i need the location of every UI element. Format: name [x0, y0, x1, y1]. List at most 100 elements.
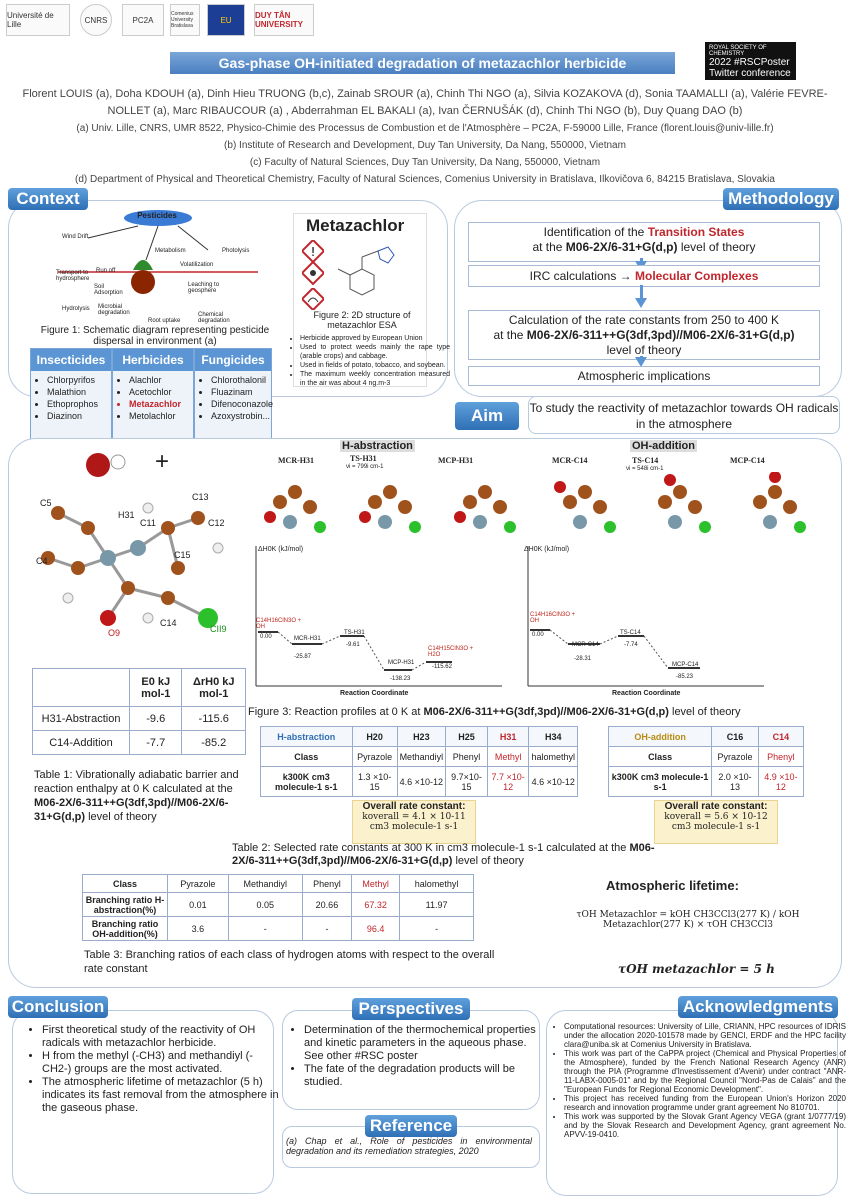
- step-method: M06-2X/6-31+G(d,p): [565, 240, 678, 254]
- list-item: Alachlor: [129, 374, 193, 386]
- caption-method: M06-2X/6-311++G(3df,3pd)//M06-2X/6-31+G(…: [232, 842, 655, 867]
- flow-arrow-stem: [640, 285, 643, 299]
- perspectives-tab: Perspectives: [352, 998, 470, 1020]
- table-cell: 4.6 ×10-12: [528, 766, 578, 797]
- logo-pc2a: PC2A: [122, 4, 164, 36]
- table-cell: -115.6: [181, 706, 246, 731]
- profile-x-label: Reaction Coordinate: [612, 690, 681, 697]
- profile-reactant: C14H16ClN3O + OH: [256, 618, 302, 630]
- list-item: Acetochlor: [129, 386, 193, 398]
- profile-zero: 0.00: [532, 632, 544, 638]
- profile-point-value: -9.61: [346, 642, 360, 648]
- diagram-label-hydrolysis: Hydrolysis: [62, 306, 90, 312]
- table-3-branching: Class Pyrazole Methandiyl Phenyl Methyl …: [82, 874, 474, 941]
- caption-method: M06-2X/6-311++G(3df,3pd)//M06-2X/6-31+G(…: [423, 706, 669, 718]
- table-cell: 1.3 ×10-15: [351, 766, 398, 797]
- table-2-caption: Table 2: Selected rate constants at 300 …: [232, 842, 662, 868]
- diagram-label-chemical: Chemical degradation: [198, 312, 230, 324]
- note-title: Overall rate constant:: [362, 801, 466, 812]
- table-cell: Branching ratio H-abstraction(%): [82, 892, 168, 917]
- table-cell: Pyrazole: [711, 746, 759, 767]
- method-step-3: Calculation of the rate constants from 2…: [468, 310, 820, 360]
- list-item: Diazinon: [47, 410, 111, 422]
- diagram-label-microbial: Microbial degradation: [98, 304, 130, 316]
- category-fungicides: Fungicides Chlorothalonil Fluazinam Dife…: [194, 348, 273, 440]
- table-cell: -: [399, 916, 474, 941]
- stationary-point-structures: [264, 472, 806, 533]
- perspectives-list: Determination of the thermochemical prop…: [288, 1024, 544, 1089]
- caption-text: Table 1: Vibrationally adiabatic barrier…: [34, 769, 239, 795]
- caption-method: M06-2X/6-311++G(3df,3pd)//M06-2X/6-31+G(…: [34, 797, 229, 823]
- fact-item: Used in fields of potato, tobacco, and s…: [300, 361, 450, 370]
- table-cell: 20.66: [301, 892, 353, 917]
- oh-radical-model: [86, 453, 126, 477]
- h-abstraction-header: H-abstraction: [340, 440, 415, 452]
- table-cell: 4.6 ×10-12: [396, 766, 447, 797]
- table-cell: [32, 668, 130, 707]
- diagram-label-pesticides: Pesticides: [137, 211, 177, 220]
- acknowledgments-panel: [546, 1010, 838, 1196]
- structure-label: MCR-H31: [278, 456, 314, 465]
- caption-text: level of theory: [452, 855, 524, 867]
- lifetime-title: Atmospheric lifetime:: [606, 878, 739, 893]
- category-title: Herbicides: [113, 349, 193, 371]
- profile-x-label: Reaction Coordinate: [340, 690, 409, 697]
- atom-label: C15: [174, 550, 191, 560]
- atom-label: C11: [140, 518, 156, 528]
- metazachlor-3d-model: [41, 502, 224, 628]
- perspectives-panel: [282, 1010, 540, 1110]
- conclusion-item: First theoretical study of the reactivit…: [42, 1024, 282, 1050]
- profile-y-label: ΔH0K (kJ/mol): [258, 546, 304, 553]
- diagram-label-volatilization: Volatilization: [180, 262, 214, 268]
- atom-label: O9: [108, 628, 121, 638]
- profile-point-value: -25.87: [294, 654, 312, 660]
- metazachlor-card: [293, 213, 427, 387]
- flow-arrow-stem: [640, 258, 643, 262]
- logo-duy-tan: DUY TÂN UNIVERSITY: [254, 4, 314, 36]
- list-item: Chlorothalonil: [211, 374, 271, 386]
- table-3-caption: Table 3: Branching ratios of each class …: [84, 949, 495, 975]
- hazard-icon-environment: [300, 286, 326, 315]
- table-cell: 0.01: [167, 892, 229, 917]
- table-cell: halomethyl: [528, 746, 578, 767]
- acknowledgments-tab: Acknowledgments: [678, 996, 838, 1018]
- table-cell: Phenyl: [445, 746, 488, 767]
- atom-label: CII9: [210, 624, 227, 634]
- table-header: Methyl: [351, 874, 401, 893]
- table-cell: k300K cm3 molecule-1 s-1: [260, 766, 353, 797]
- category-insecticides: Insecticides Chlorpyrifos Malathion Etho…: [30, 348, 112, 440]
- atom-label: C13: [192, 492, 209, 502]
- step-text: Identification of the: [543, 225, 648, 239]
- perspective-item: The fate of the degradation products wil…: [304, 1063, 544, 1089]
- profile-point-label: TS-C14: [620, 630, 641, 636]
- reference-tab: Reference: [365, 1115, 457, 1137]
- table-cell: H31-Abstraction: [32, 706, 130, 731]
- list-item: Metolachlor: [129, 410, 193, 422]
- table-cell: Branching ratio OH-addition(%): [82, 916, 168, 941]
- badge-line-3: Twitter conference: [709, 68, 791, 79]
- context-tab: Context: [8, 188, 88, 210]
- ts-frequency: νi = 548i cm-1: [626, 466, 664, 472]
- table-header: C14: [757, 726, 805, 747]
- table-cell: 2.0 ×10-13: [711, 766, 759, 797]
- profile-reactant: C14H16ClN3O + OH: [530, 612, 576, 624]
- acknowledgment-item: This work was part of the CaPPA project …: [564, 1049, 846, 1094]
- category-herbicides: Herbicides Alachlor Acetochlor Metazachl…: [112, 348, 194, 440]
- poster-title: Gas-phase OH-initiated degradation of me…: [170, 52, 675, 74]
- profile-y-label: ΔH0K (kJ/mol): [524, 546, 570, 553]
- profile-point-label: MCR-C14: [572, 642, 599, 648]
- profile-point-label: TS-H31: [344, 630, 365, 636]
- affiliation-line: (d) Department of Physical and Theoretic…: [75, 174, 775, 185]
- table-cell: -9.6: [128, 706, 183, 731]
- figure-1-caption: Figure 1: Schematic diagram representing…: [40, 325, 270, 347]
- plus-sign: +: [155, 448, 170, 475]
- table-cell: -85.2: [181, 730, 246, 755]
- atom-label: C5: [40, 498, 52, 508]
- hazard-icons: !: [300, 238, 326, 300]
- ts-frequency: νi = 799i cm-1: [346, 464, 384, 470]
- structure-label: TS-C14: [632, 456, 659, 465]
- list-item: Malathion: [47, 386, 111, 398]
- table-header: Pyrazole: [167, 874, 229, 893]
- structure-label: MCP-H31: [438, 456, 474, 465]
- affiliation-line: (a) Univ. Lille, CNRS, UMR 8522, Physico…: [76, 123, 774, 134]
